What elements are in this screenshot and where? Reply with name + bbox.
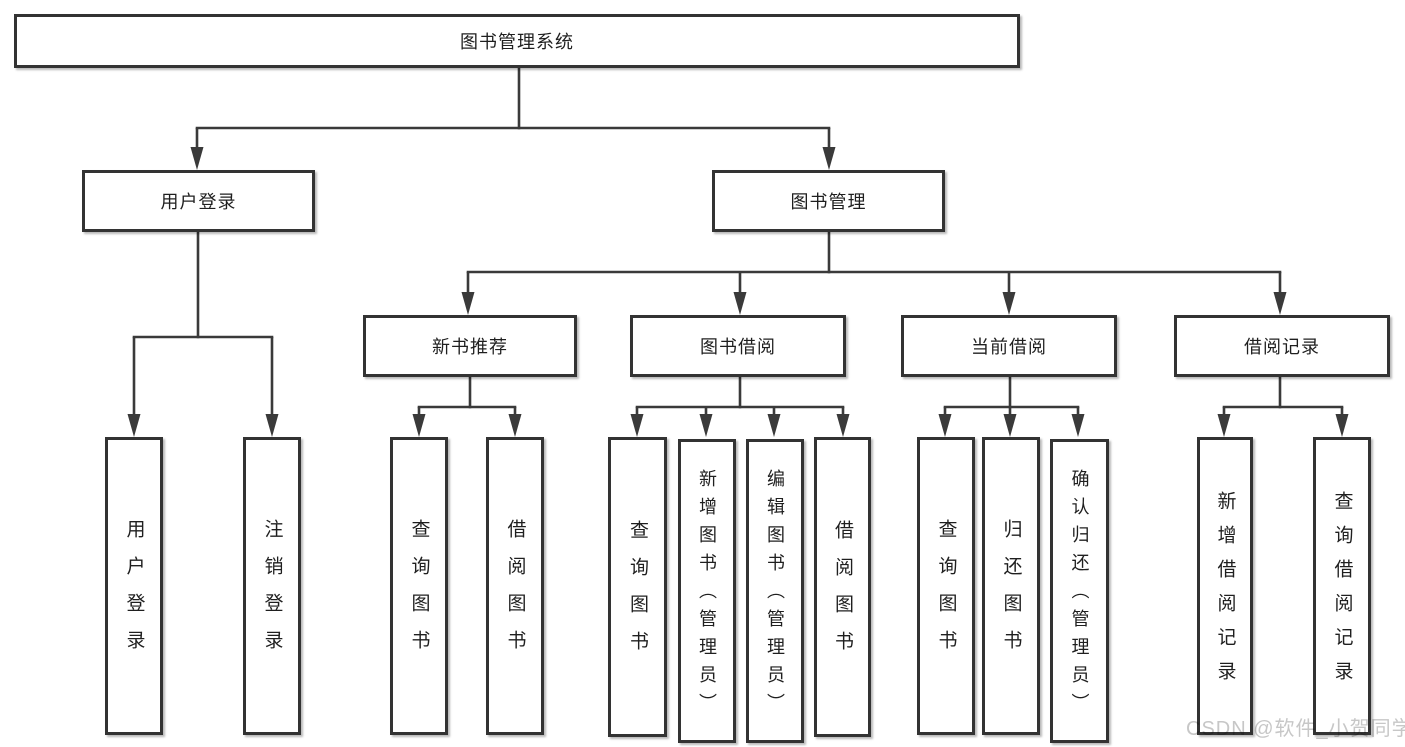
node-book-management-group: 图书管理 [712,170,945,232]
leaf-recommend-borrow-book: 借阅图书 [486,437,544,735]
leaf-add-borrow-record: 新增借阅记录 [1197,437,1253,735]
node-borrow-record-label: 借阅记录 [1244,337,1320,357]
node-new-book-recommend: 新书推荐 [363,315,577,377]
leaf-borrow-book-label: 借阅图书 [832,520,853,668]
node-user-login-group: 用户登录 [82,170,315,232]
csdn-watermark: CSDN @软件_小贺同学 [1186,718,1405,740]
node-book-borrow-label: 图书借阅 [700,337,776,357]
leaf-user-login: 用户登录 [105,437,163,735]
arrowheads [127,147,1349,437]
leaf-query-borrow-record: 查询借阅记录 [1313,437,1371,735]
node-new-book-recommend-label: 新书推荐 [432,337,508,357]
node-root-system-label: 图书管理系统 [460,32,574,52]
leaf-borrow-book: 借阅图书 [814,437,871,737]
leaf-add-borrow-record-label: 新增借阅记录 [1214,491,1236,695]
node-book-management-group-label: 图书管理 [790,192,867,212]
node-current-borrow: 当前借阅 [901,315,1117,377]
node-user-login-group-label: 用户登录 [160,192,237,212]
leaf-current-query-book-label: 查询图书 [935,519,957,667]
leaf-edit-book-admin-label: 编辑图书（管理员） [765,469,785,721]
leaf-recommend-query-book: 查询图书 [390,437,448,735]
node-current-borrow-label: 当前借阅 [971,337,1047,357]
leaf-recommend-query-book-label: 查询图书 [408,519,430,667]
node-borrow-record: 借阅记录 [1174,315,1390,377]
leaf-borrow-query-book-label: 查询图书 [627,520,648,668]
leaf-return-book-label: 归还图书 [1000,519,1022,667]
leaf-logout-label: 注销登录 [261,519,283,667]
leaf-edit-book-admin: 编辑图书（管理员） [746,439,804,743]
leaf-add-book-admin: 新增图书（管理员） [678,439,736,743]
leaf-confirm-return-admin: 确认归还（管理员） [1050,439,1109,743]
node-book-borrow: 图书借阅 [630,315,846,377]
leaf-current-query-book: 查询图书 [917,437,975,735]
leaf-borrow-query-book: 查询图书 [608,437,667,737]
leaf-query-borrow-record-label: 查询借阅记录 [1331,491,1353,695]
node-root-system: 图书管理系统 [14,14,1020,68]
leaf-return-book: 归还图书 [982,437,1040,735]
leaf-user-login-label: 用户登录 [123,519,145,667]
leaf-confirm-return-admin-label: 确认归还（管理员） [1069,469,1090,721]
leaf-recommend-borrow-book-label: 借阅图书 [504,519,526,667]
leaf-logout: 注销登录 [243,437,301,735]
leaf-add-book-admin-label: 新增图书（管理员） [697,469,717,721]
